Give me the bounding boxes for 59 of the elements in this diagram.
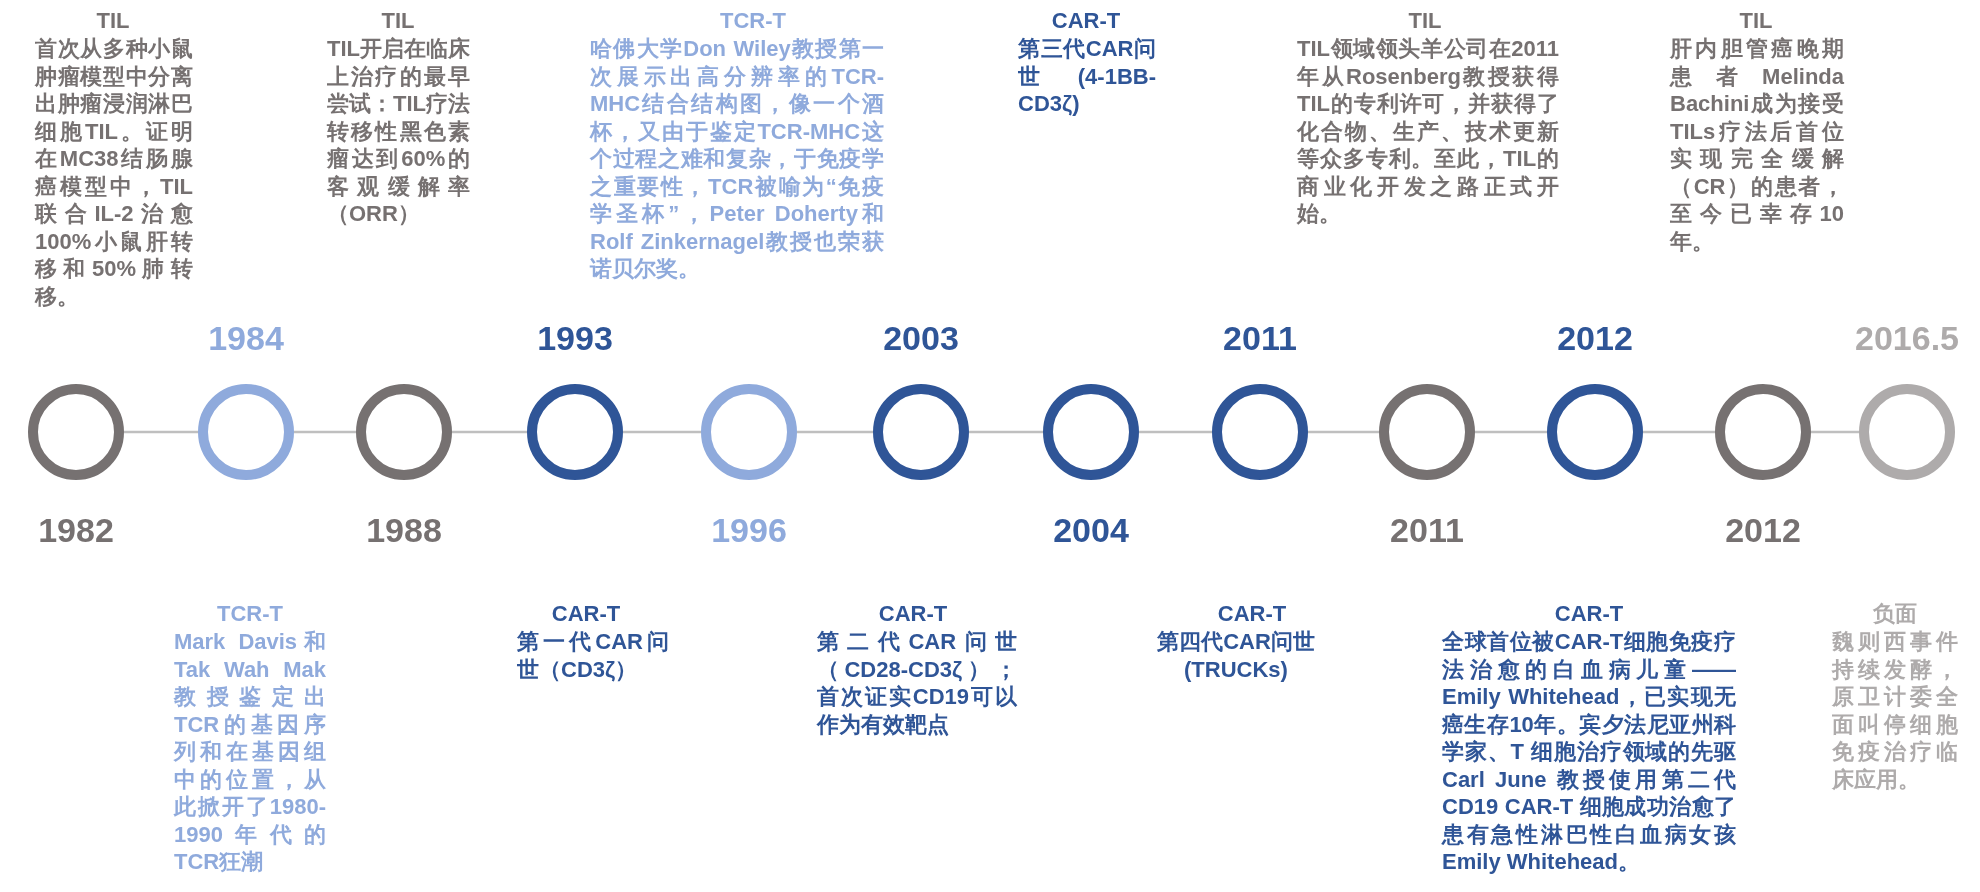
year-label: 2011 [1223,318,1297,358]
category-heading: TIL [1739,7,1773,34]
year-label: 1988 [366,510,442,550]
event-description: 魏则西事件持续发酵，原卫计委全面叫停细胞免疫治疗临床应用。 [1832,628,1958,793]
timeline-circle [1043,384,1139,480]
event-description: 第一代CAR问世（CD3ζ） [517,628,669,683]
category-heading: TIL [96,7,130,34]
timeline-line [1811,430,1859,434]
timeline-line [294,430,356,434]
event-description: TIL领域领头羊公司在2011年从Rosenberg教授获得TIL的专利许可，并获得了化合物、生产、技术更新等众多专利。至此，TIL的商业化开发之路正式开始。 [1297,35,1559,228]
timeline-circle [1379,384,1475,480]
category-heading: CAR-T [1554,600,1624,627]
event-description: 首次从多种小鼠肿瘤模型中分离出肿瘤浸润淋巴细胞TIL。证明在MC38结肠腺癌模型中，TIL联合IL-2治愈100%小鼠肝转移和50%肺转移。 [35,35,193,310]
timeline-line [452,430,527,434]
year-label: 2011 [1390,510,1464,550]
timeline-circle [527,384,623,480]
event-description: 第三代CAR问世(4-1BB-CD3ζ) [1018,35,1156,118]
event-description: 第四代CAR问世(TRUCKs) [1156,628,1316,683]
event-description: 第二代CAR问世（CD28-CD3ζ）；首次证实CD19可以作为有效靶点 [817,628,1017,738]
timeline-circle [356,384,452,480]
category-heading: TCR-T [720,7,786,34]
event-description: 肝内胆管癌晚期患者Melinda Bachini成为接受TILs疗法后首位实现完全缓解（CR）的患者，至今已幸存10年。 [1670,35,1844,255]
timeline-line [797,430,873,434]
timeline-line [623,430,701,434]
timeline-circle [1547,384,1643,480]
category-heading: CAR-T [1217,600,1287,627]
category-heading: CAR-T [878,600,948,627]
year-label: 2012 [1557,318,1633,358]
timeline-circle [701,384,797,480]
year-label: 2003 [883,318,959,358]
event-description: TIL开启在临床上治疗的最早尝试：TIL疗法转移性黑色素瘤达到60%的客观缓解率（ORR） [327,35,470,228]
timeline-line [969,430,1043,434]
event-description: Mark Davis和Tak Wah Mak教授鉴定出TCR的基因序列和在基因组中的位置，从此掀开了1980-1990年代的TCR狂潮 [174,628,326,876]
year-label: 1993 [537,318,613,358]
year-label: 2016.5 [1855,318,1959,358]
timeline-circle [1715,384,1811,480]
timeline-line [124,430,198,434]
event-description: 哈佛大学Don Wiley教授第一次展示出高分辨率的TCR-MHC结合结构图，像一个酒杯，又由于鉴定TCR-MHC这个过程之难和复杂，于免疫学之重要性，TCR被喻为“免疫学圣杯”，Peter Doherty和Rolf Zinkernagel教授也荣获诺贝尔奖。 [590,35,884,283]
timeline-circle [1212,384,1308,480]
year-label: 2004 [1053,510,1129,550]
category-heading: TCR-T [217,600,283,627]
category-heading: TIL [1408,7,1442,34]
category-heading: TIL [381,7,415,34]
timeline-line [1139,430,1212,434]
category-heading: 负面 [1873,600,1917,627]
year-label: 1996 [711,510,787,550]
timeline-circle [1859,384,1955,480]
year-label: 2012 [1725,510,1801,550]
event-description: 全球首位被CAR-T细胞免疫疗法治愈的白血病儿童——Emily Whitehead，已实现无癌生存10年。宾夕法尼亚州科学家、T 细胞治疗领域的先驱Carl June 教授使用第二代CD19 CAR-T 细胞成功治愈了患有急性淋巴性白血病女孩Emily Whitehead。 [1442,628,1736,876]
year-label: 1984 [208,318,284,358]
category-heading: CAR-T [551,600,621,627]
timeline-line [1643,430,1715,434]
year-label: 1982 [38,510,114,550]
timeline-circle [873,384,969,480]
timeline-line [1308,430,1379,434]
timeline-circle [198,384,294,480]
timeline-circle [28,384,124,480]
timeline-line [1475,430,1547,434]
category-heading: CAR-T [1051,7,1121,34]
